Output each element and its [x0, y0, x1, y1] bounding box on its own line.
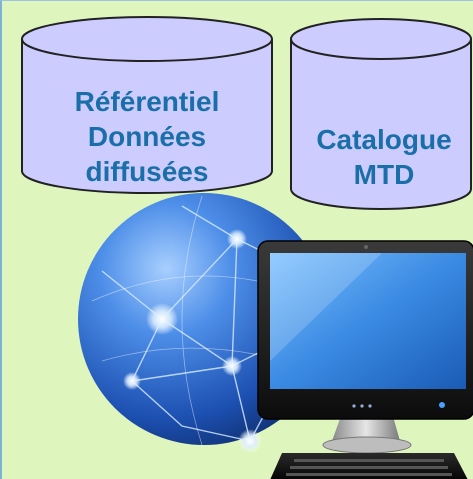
- db-label-line: Catalogue: [316, 124, 451, 155]
- db-label-line: Référentiel: [75, 86, 220, 117]
- cylinder-body: [21, 39, 273, 194]
- cylinder-top: [21, 16, 273, 62]
- desktop-computer-icon: [257, 240, 473, 479]
- database-referentiel: Référentiel Données diffusées: [21, 16, 273, 194]
- db-label-line: MTD: [354, 159, 415, 190]
- cylinder-top: [290, 18, 472, 60]
- cylinder-body: [290, 39, 472, 210]
- db-label-line: Données: [88, 121, 206, 152]
- db-label-line: diffusées: [86, 156, 209, 187]
- database-catalogue: Catalogue MTD: [290, 18, 472, 210]
